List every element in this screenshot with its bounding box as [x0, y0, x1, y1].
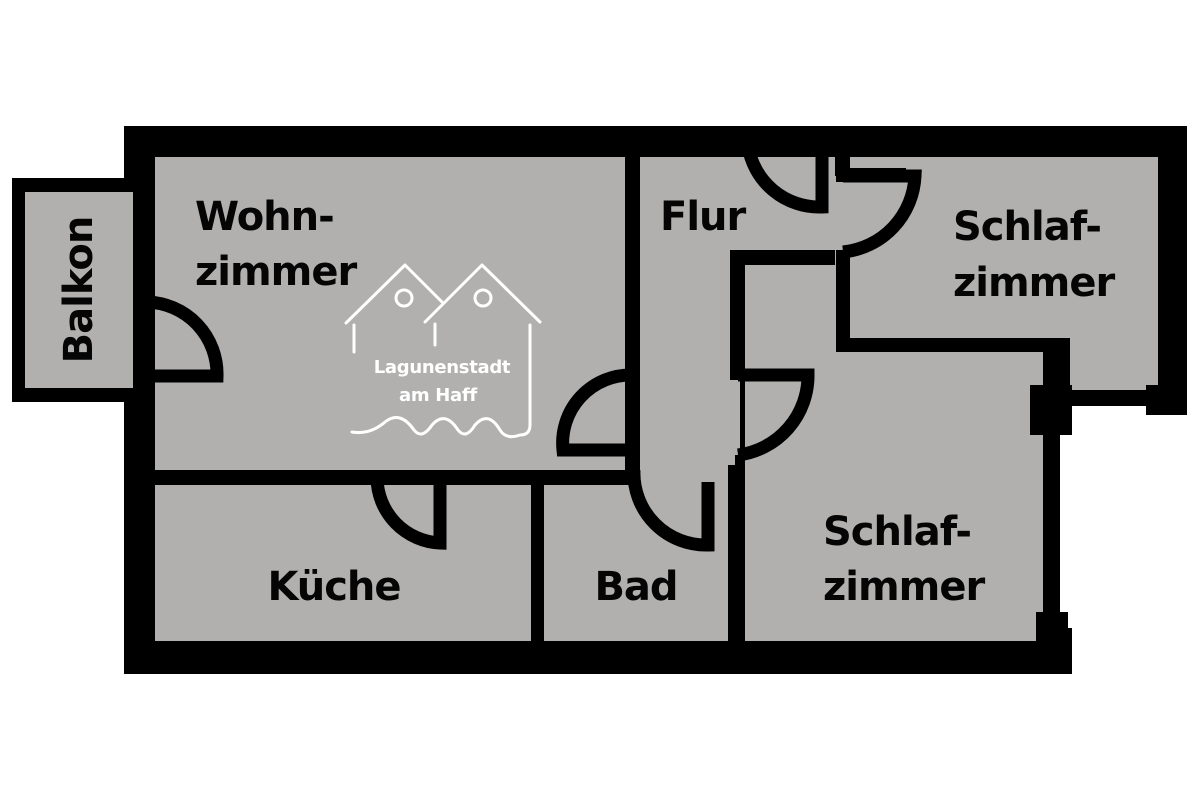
house-right-icon	[423, 263, 542, 324]
wall-wohn-kueche	[140, 470, 372, 485]
floor-kueche	[155, 485, 531, 641]
door-wohnzimmer	[556, 368, 633, 457]
label-schlafzimmer-south-2: zimmer	[823, 564, 985, 610]
wall-bad-schlaf	[728, 465, 743, 642]
logo-line1: Lagunenstadt	[374, 357, 511, 378]
door-bad	[627, 469, 715, 552]
label-balkon: Balkon	[56, 217, 102, 364]
door-balkon	[146, 295, 224, 383]
lagunenstadt-logo: Lagunenstadt am Haff	[344, 263, 542, 439]
floor-bad	[544, 485, 728, 641]
label-flur: Flur	[660, 194, 747, 240]
logo-line2: am Haff	[399, 385, 477, 406]
label-wohnzimmer-1: Wohn-	[195, 194, 334, 240]
label-wohnzimmer-2: zimmer	[195, 249, 357, 295]
room-labels: Balkon Wohn- zimmer Flur Schlaf- zimmer …	[56, 194, 1116, 610]
label-kueche: Küche	[267, 564, 400, 610]
label-schlafzimmer-north-1: Schlaf-	[953, 204, 1101, 250]
floors	[25, 157, 1158, 641]
door-schlafzimmer-south	[737, 368, 815, 462]
wall-wohn-flur	[625, 157, 640, 382]
waves-icon	[350, 416, 522, 439]
house-left-icon	[344, 263, 444, 325]
door-entrance	[741, 143, 829, 214]
floor-schlafzimmer-north	[850, 157, 1158, 390]
floor-balkon	[25, 192, 133, 388]
floor-schlafzimmer-south	[745, 350, 1043, 641]
door-kueche	[370, 477, 447, 550]
label-bad: Bad	[594, 564, 677, 610]
interior-walls	[124, 157, 1187, 674]
exterior-cutouts	[1060, 406, 1200, 676]
door-schlafzimmer-north	[842, 169, 922, 259]
door-swings	[146, 143, 922, 552]
label-schlafzimmer-south-1: Schlaf-	[823, 509, 971, 555]
label-schlafzimmer-north-2: zimmer	[953, 260, 1115, 306]
wall-kueche-bad	[531, 470, 544, 642]
